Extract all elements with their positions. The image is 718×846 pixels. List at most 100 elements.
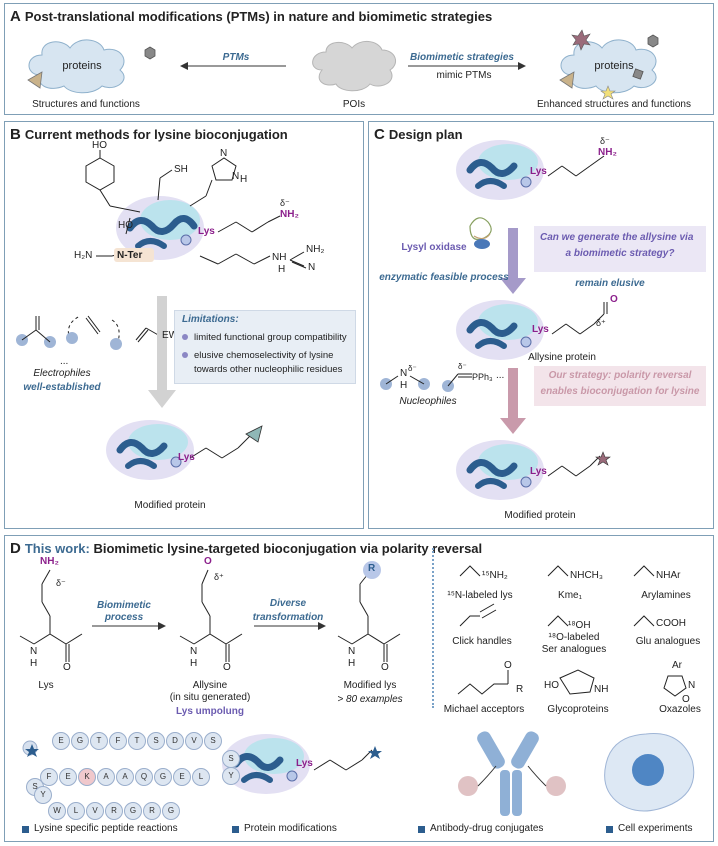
ho2-label: HO: [118, 220, 133, 231]
peptide-residue: L: [67, 802, 85, 820]
nuc-delta2-label: δ⁻: [458, 362, 467, 371]
bullet-icon: [182, 352, 188, 359]
modified-protein-c-caption: Modified protein: [504, 510, 576, 521]
ptms-label: PTMs: [222, 52, 250, 63]
allysine-nh: N: [190, 646, 198, 657]
peptide-residue: S: [222, 750, 240, 768]
app-caption-1: Lysine specific peptide reactions: [34, 823, 178, 834]
grid-mol-8: HO: [544, 680, 559, 691]
dots-b: ...: [60, 356, 69, 367]
peptide-residue: K: [78, 768, 96, 786]
lys-nh2: NH₂: [40, 556, 59, 567]
pois-caption: POIs: [342, 99, 366, 110]
umpolung-caption: Lys umpolung: [176, 706, 244, 717]
grid-mol-9o: O: [682, 694, 690, 705]
well-established-label: well-established: [23, 382, 101, 393]
grid-label-5b: Ser analogues: [541, 644, 607, 655]
triangle-tag-icon: [245, 425, 263, 443]
peptide-residue: R: [143, 802, 161, 820]
allysine-o2: O: [223, 662, 231, 673]
question-line-1: Can we generate the allysine via: [540, 232, 694, 243]
guan-nh2-label: NH₂: [306, 244, 325, 255]
peptide-residue: S: [204, 732, 222, 750]
grid-mol-1: ¹⁵NH₂: [482, 570, 508, 581]
hexagon-icon: [144, 46, 156, 60]
peptide-residue: F: [40, 768, 58, 786]
ewg-label: EWG: [162, 330, 186, 341]
allysine-molecule: [179, 569, 243, 662]
peptide-residue: D: [166, 732, 184, 750]
grid-mol-2: NHCH₃: [570, 570, 603, 581]
lys-h: H: [30, 658, 38, 669]
biomimetic-strategies-label: Biomimetic strategies: [410, 52, 514, 63]
star-tag-icon: [595, 451, 611, 466]
nter-label: N-Ter: [117, 250, 143, 261]
remain-elusive-label: remain elusive: [575, 278, 645, 289]
bullet-icon: [418, 826, 425, 833]
peptide-residue: Q: [135, 768, 153, 786]
nuc-n-label: N: [400, 368, 408, 379]
aldehyde-o-label: O: [610, 294, 618, 305]
modified-o: O: [381, 662, 389, 673]
modified-lys-caption: Modified lys: [343, 680, 397, 691]
pois-cloud: [312, 41, 397, 92]
peptide-residue: V: [185, 732, 203, 750]
modified-nh: N: [348, 646, 356, 657]
lys-o: O: [63, 662, 71, 673]
enzymatic-label: enzymatic feasible process: [379, 272, 509, 283]
proteins-label-left: proteins: [62, 60, 102, 72]
allysine-protein-caption: Allysine protein: [528, 352, 596, 363]
peptide-residue: R: [105, 802, 123, 820]
in-situ-caption: (in situ generated): [169, 692, 251, 703]
limitations-box: [174, 310, 356, 384]
sh-label: SH: [174, 164, 188, 175]
question-box: [534, 226, 706, 272]
limitations-title: Limitations:: [182, 314, 239, 325]
question-line-2: a biomimetic strategy?: [565, 248, 675, 259]
h2n-label: H₂N: [74, 250, 93, 261]
grid-label-3: Arylamines: [641, 590, 691, 601]
lys-label-b: Lys: [198, 226, 215, 237]
grid-mol-9: Ar: [672, 660, 682, 671]
electrophiles-label: Electrophiles: [33, 368, 91, 379]
allysine-delta-plus: δ⁺: [214, 572, 224, 582]
protein-structure-d: [222, 734, 382, 794]
nuc-dots: ...: [496, 370, 505, 381]
nucleophiles-label: Nucleophiles: [399, 396, 457, 407]
triangle-icon-right: [559, 71, 575, 89]
grid-mol-7r: R: [516, 684, 524, 695]
peptide-residue: Y: [34, 786, 52, 804]
diverse-label: Diverse: [269, 598, 307, 609]
biomimetic-process-2: process: [104, 612, 144, 623]
guan-n-label: N: [308, 262, 316, 273]
peptide-residue: S: [147, 732, 165, 750]
delta-minus-b: δ⁻: [280, 198, 290, 208]
lysyl-oxidase-enzyme: [469, 217, 492, 249]
peptide-residue: E: [52, 732, 70, 750]
proteins-label-right: proteins: [594, 60, 634, 72]
lysyl-oxidase-label: Lysyl oxidase: [401, 242, 467, 253]
peptide-residue: W: [48, 802, 66, 820]
lys-label-b2: Lys: [178, 452, 195, 463]
star-icon: [600, 85, 616, 100]
strategy-line-1: Our strategy: polarity reversal: [548, 370, 692, 381]
bullet-icon: [606, 826, 613, 833]
lys-label-c3: Lys: [530, 466, 547, 477]
triangle-icon: [27, 71, 43, 89]
allysine-h: H: [190, 658, 198, 669]
protein-structure-c2: [456, 300, 608, 360]
app-caption-2: Protein modifications: [244, 823, 337, 834]
grid-mol-7: O: [504, 660, 512, 671]
divider: [432, 548, 434, 708]
pph3-label: PPh₃: [472, 372, 493, 382]
grid-label-1: ¹⁵N-labeled lys: [447, 590, 513, 601]
peptide-residue: E: [173, 768, 191, 786]
peptide-residue: G: [124, 802, 142, 820]
peptide-residue: L: [192, 768, 210, 786]
